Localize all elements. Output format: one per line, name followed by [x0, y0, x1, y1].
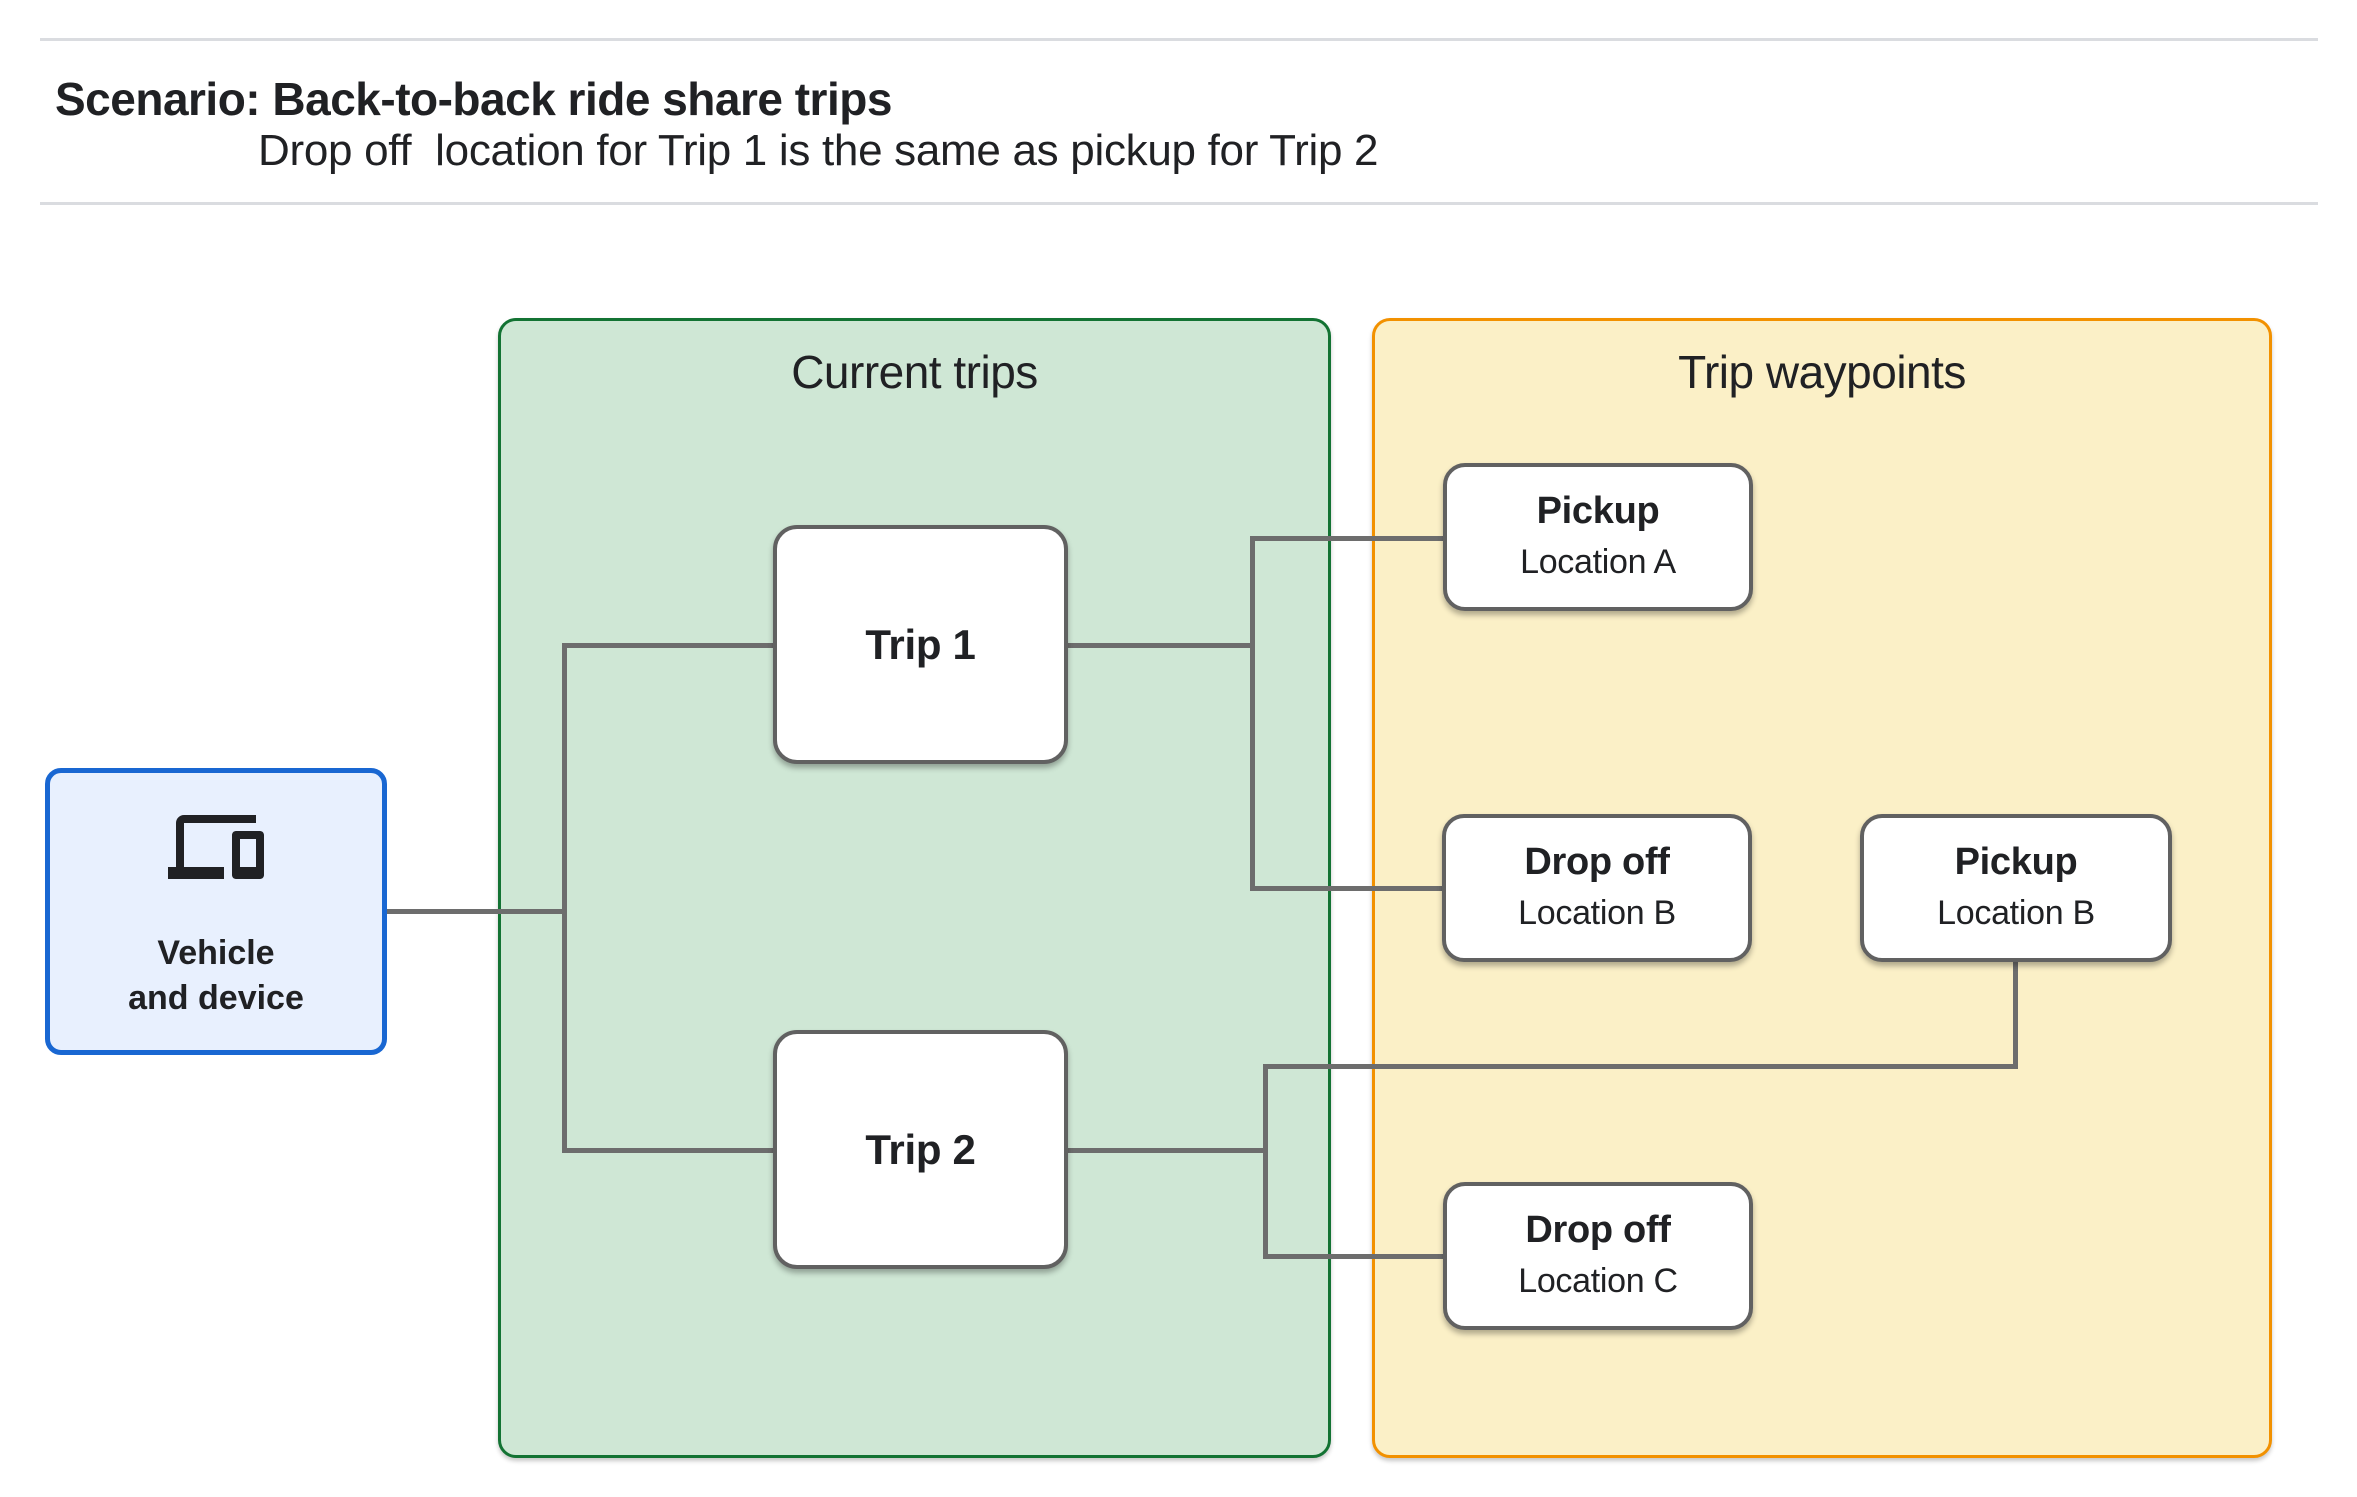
dropoff-location-b-title: Drop off: [1524, 841, 1670, 884]
page-subtitle: Drop off location for Trip 1 is the same…: [258, 126, 1379, 175]
vehicle-and-device-label: Vehicle and device: [128, 934, 304, 1017]
connector-to-pickup-b-vertical: [2013, 962, 2018, 1069]
connector-to-pickup-a: [1250, 536, 1443, 541]
top-divider: [40, 38, 2318, 41]
connector-trips-vertical: [562, 643, 567, 1153]
dropoff-location-b-subtitle: Location B: [1518, 893, 1676, 932]
pickup-location-a-title: Pickup: [1536, 490, 1660, 533]
connector-to-pickup-b-horizontal: [1263, 1064, 2018, 1069]
vehicle-and-device-node: Vehicle and device: [45, 768, 387, 1055]
connector-to-trip1: [562, 643, 773, 648]
connector-trip1-out: [1068, 643, 1254, 648]
connector-trip1-vertical: [1250, 536, 1255, 891]
pickup-location-b-title: Pickup: [1954, 841, 2078, 884]
dropoff-location-c-title: Drop off: [1525, 1209, 1671, 1252]
connector-to-trip2: [562, 1148, 773, 1153]
connector-vehicle-to-junction: [387, 909, 564, 914]
pickup-location-b-node: Pickup Location B: [1860, 814, 2172, 962]
pickup-location-a-subtitle: Location A: [1520, 542, 1676, 581]
trip-1-label: Trip 1: [865, 620, 976, 668]
dropoff-location-b-node: Drop off Location B: [1442, 814, 1752, 962]
pickup-location-a-node: Pickup Location A: [1443, 463, 1753, 611]
trip-waypoints-title: Trip waypoints: [1678, 346, 1966, 398]
connector-to-dropoff-b: [1250, 886, 1442, 891]
trip-2-label: Trip 2: [865, 1125, 976, 1173]
page-title: Scenario: Back-to-back ride share trips: [55, 73, 892, 125]
current-trips-panel: Current trips: [498, 318, 1331, 1458]
connector-to-dropoff-c: [1263, 1254, 1443, 1259]
trip-2-node: Trip 2: [773, 1030, 1068, 1269]
connector-trip2-out: [1068, 1148, 1267, 1153]
header-divider: [40, 202, 2318, 205]
dropoff-location-c-node: Drop off Location C: [1443, 1182, 1753, 1330]
pickup-location-b-subtitle: Location B: [1937, 893, 2095, 932]
devices-icon: [168, 815, 264, 879]
connector-trip2-vertical: [1263, 1064, 1268, 1259]
dropoff-location-c-subtitle: Location C: [1518, 1261, 1678, 1300]
trip-1-node: Trip 1: [773, 525, 1068, 764]
current-trips-title: Current trips: [791, 346, 1038, 398]
